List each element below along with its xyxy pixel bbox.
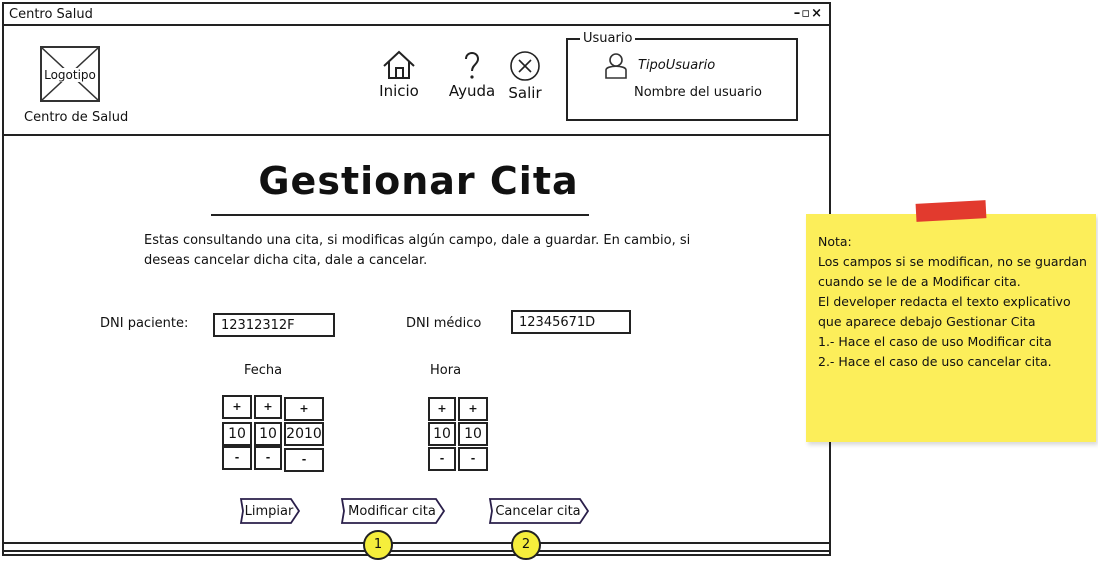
- fecha-day-plus-button[interactable]: +: [222, 395, 252, 419]
- dni-paciente-field[interactable]: 12312312F: [213, 313, 335, 337]
- callout-marker-1: 1: [363, 530, 393, 560]
- fecha-year-plus-button[interactable]: +: [284, 397, 324, 421]
- note-line: El developer redacta el texto explicativ…: [818, 294, 1071, 309]
- page-title: Gestionar Cita: [258, 159, 579, 203]
- fecha-year-minus-button[interactable]: -: [284, 448, 324, 472]
- hora-hour-value[interactable]: 10: [428, 422, 456, 446]
- logo-text: Logotipo: [42, 68, 98, 82]
- description-text: Estas consultando una cita, si modificas…: [144, 233, 691, 268]
- logo: Logotipo: [40, 46, 100, 102]
- hora-minute-plus-button[interactable]: +: [458, 397, 488, 421]
- fecha-day-minus-button[interactable]: -: [222, 446, 252, 470]
- note-line: 1.- Hace el caso de uso Modificar cita: [818, 334, 1052, 349]
- user-legend: Usuario: [580, 31, 636, 46]
- modificar-button-shape: [340, 498, 446, 524]
- user-icon: [605, 53, 627, 79]
- help-icon: [465, 52, 480, 79]
- window-controls[interactable]: –▫×: [793, 6, 823, 21]
- fecha-month-value[interactable]: 10: [254, 422, 282, 446]
- app-window: Centro Salud –▫× Logotipo Centro de Salu…: [2, 2, 831, 556]
- limpiar-button[interactable]: Limpiar: [237, 498, 301, 524]
- cancelar-button-shape: [488, 498, 590, 524]
- fecha-day-value[interactable]: 10: [222, 422, 252, 446]
- fecha-month-plus-button[interactable]: +: [254, 395, 282, 419]
- nav-ayuda[interactable]: Ayuda: [447, 50, 497, 100]
- footer-divider-bottom: [4, 550, 829, 552]
- modificar-cita-button[interactable]: Modificar cita: [338, 498, 446, 524]
- title-bar: Centro Salud –▫×: [4, 4, 829, 26]
- hora-minute-value[interactable]: 10: [458, 422, 488, 446]
- dni-medico-field[interactable]: 12345671D: [511, 310, 631, 334]
- logo-caption: Centro de Salud: [24, 110, 129, 125]
- user-type: TipoUsuario: [638, 58, 716, 73]
- fecha-year-value[interactable]: 2010: [284, 422, 324, 446]
- footer-divider: [4, 542, 829, 544]
- note-line: 2.- Hace el caso de uso cancelar cita.: [818, 354, 1052, 369]
- fecha-label: Fecha: [244, 363, 283, 378]
- user-panel: Usuario TipoUsuario Nombre del usuario: [566, 31, 798, 121]
- nav-salir[interactable]: Salir: [503, 50, 547, 102]
- hora-minute-minus-button[interactable]: -: [458, 447, 488, 471]
- dni-paciente-label: DNI paciente:: [100, 316, 189, 331]
- cancelar-cita-button[interactable]: Cancelar cita: [486, 498, 590, 524]
- home-icon: [383, 50, 415, 79]
- header-divider: [4, 134, 829, 136]
- nav-ayuda-label: Ayuda: [448, 82, 496, 100]
- limpiar-button-label: Limpiar: [244, 503, 294, 519]
- note-text: Nota: Los campos si se modifican, no se …: [818, 232, 1092, 372]
- window-title: Centro Salud: [9, 7, 93, 22]
- dni-medico-label: DNI médico: [406, 316, 482, 331]
- modificar-cita-button-label: Modificar cita: [348, 503, 436, 519]
- limpiar-button-shape: [239, 498, 301, 524]
- title-underline: [211, 214, 589, 216]
- note-line: Nota:: [818, 234, 852, 249]
- callout-marker-2: 2: [511, 530, 541, 560]
- hora-label: Hora: [430, 363, 462, 378]
- nav-inicio[interactable]: Inicio: [374, 50, 424, 100]
- cancelar-cita-button-label: Cancelar cita: [495, 503, 581, 519]
- hora-hour-plus-button[interactable]: +: [428, 397, 456, 421]
- nav-salir-label: Salir: [508, 84, 542, 102]
- note-tape: [915, 200, 987, 222]
- hora-hour-minus-button[interactable]: -: [428, 447, 456, 471]
- note-line: que aparece debajo Gestionar Cita: [818, 314, 1036, 329]
- user-name: Nombre del usuario: [634, 85, 762, 100]
- note-line: Los campos si se modifican, no se guarda…: [818, 254, 1087, 269]
- note-line: cuando se le de a Modificar cita.: [818, 274, 1021, 289]
- close-circle-icon: [510, 51, 540, 81]
- nav-inicio-label: Inicio: [379, 82, 419, 100]
- fecha-month-minus-button[interactable]: -: [254, 446, 282, 470]
- sticky-note: Nota: Los campos si se modifican, no se …: [806, 214, 1096, 442]
